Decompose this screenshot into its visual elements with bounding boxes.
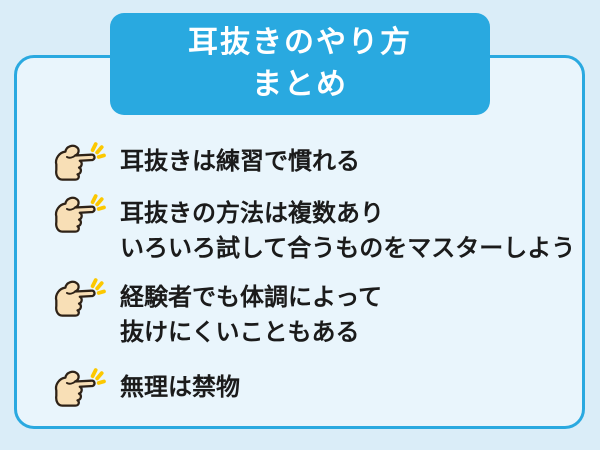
- bullet-line: 無理は禁物: [120, 374, 240, 401]
- pointing-hand-icon: [48, 274, 107, 321]
- bullet-line: 耳抜きは練習で慣れる: [120, 148, 360, 175]
- bullet-line: いろいろ試して合うものをマスターしよう: [120, 235, 576, 262]
- bullet-item-3: 経験者でも体調によって 抜けにくいこともある: [48, 278, 382, 350]
- title-banner: 耳抜きのやり方 まとめ: [110, 13, 490, 115]
- bullet-text: 無理は禁物: [120, 370, 240, 405]
- bullet-line: 抜けにくいこともある: [120, 319, 360, 346]
- bullet-text: 耳抜きの方法は複数あり いろいろ試して合うものをマスターしよう: [120, 196, 575, 266]
- bullet-line: 耳抜きの方法は複数あり: [120, 200, 384, 227]
- bullet-item-4: 無理は禁物: [48, 368, 240, 411]
- title-line-2: まとめ: [252, 68, 348, 101]
- title-line-1: 耳抜きのやり方: [188, 26, 412, 59]
- bullet-text: 経験者でも体調によって 抜けにくいこともある: [120, 280, 382, 350]
- summary-card: [14, 55, 585, 429]
- pointing-hand-icon: [48, 190, 107, 237]
- pointing-hand-icon: [48, 364, 107, 411]
- pointing-hand-icon: [48, 138, 107, 185]
- bullet-item-1: 耳抜きは練習で慣れる: [48, 142, 360, 185]
- bullet-line: 経験者でも体調によって: [120, 284, 383, 311]
- bullet-item-2: 耳抜きの方法は複数あり いろいろ試して合うものをマスターしよう: [48, 194, 575, 266]
- bullet-text: 耳抜きは練習で慣れる: [120, 144, 360, 179]
